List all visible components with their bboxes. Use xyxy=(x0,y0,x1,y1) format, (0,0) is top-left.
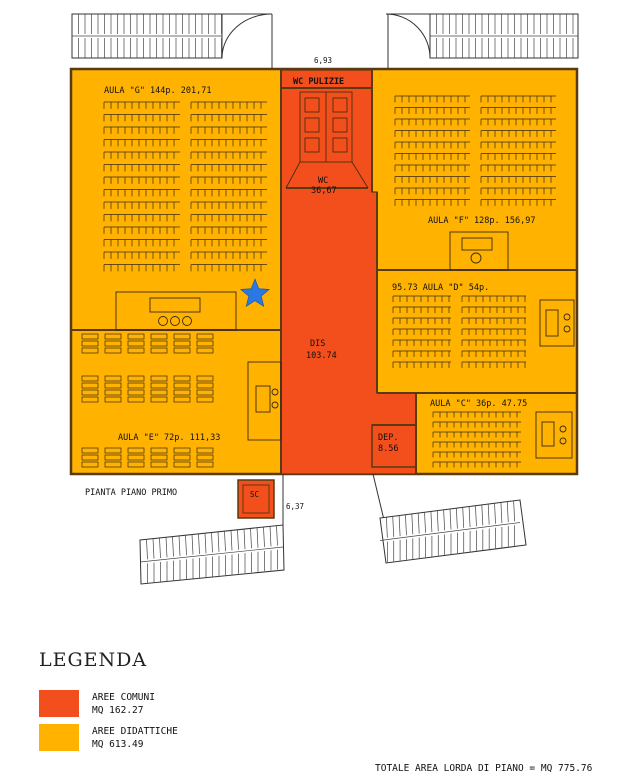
seats-aula-f-left xyxy=(394,95,470,206)
seats-aula-c xyxy=(432,411,521,468)
legend-label-comuni: AREE COMUNI xyxy=(92,692,155,703)
legend-item-comuni: AREE COMUNI MQ 162.27 xyxy=(92,691,155,717)
seats-aula-g-right xyxy=(190,101,267,272)
stair-top-left xyxy=(71,13,273,70)
label-dep: DEP. xyxy=(378,433,398,443)
legend-value-didattiche: MQ 613.49 xyxy=(92,739,144,750)
plan-caption: PIANTA PIANO PRIMO xyxy=(85,488,177,498)
seats-aula-e-top xyxy=(81,333,214,354)
legend-swatch-didattiche xyxy=(39,724,79,751)
stair-bottom-right xyxy=(379,499,527,564)
dim-sc: 6,37 xyxy=(286,502,304,511)
seats-aula-f-right xyxy=(480,95,556,206)
seating xyxy=(81,95,556,468)
legend-value-comuni: MQ 162.27 xyxy=(92,705,144,716)
label-aula-c: AULA "C" 36p. 47.75 xyxy=(430,399,527,409)
label-aula-d: 95.73 AULA "D" 54p. xyxy=(392,283,489,293)
aree-comuni-zones xyxy=(280,69,417,475)
podium-aula-d xyxy=(539,299,575,347)
bottom-walkway xyxy=(282,473,385,525)
label-dis-area: 103.74 xyxy=(306,351,337,361)
seats-aula-e-mid xyxy=(81,375,214,403)
dim-top: 6,93 xyxy=(314,56,332,65)
legend-swatch-comuni xyxy=(39,690,79,717)
legend-item-didattiche: AREE DIDATTICHE MQ 613.49 xyxy=(92,725,178,751)
label-dis: DIS xyxy=(310,339,325,349)
legend-title: LEGENDA xyxy=(39,649,148,671)
label-wc-pulizie: WC PULIZIE xyxy=(293,77,344,87)
seats-aula-g-left xyxy=(103,101,180,272)
label-aula-e: AULA "E" 72p. 111,33 xyxy=(118,433,220,443)
star-icon xyxy=(239,278,271,307)
label-dep-area: 8.56 xyxy=(378,444,398,454)
stair-top-right xyxy=(385,13,579,70)
legend-label-didattiche: AREE DIDATTICHE xyxy=(92,726,178,737)
label-aula-g: AULA "G" 144p. 201,71 xyxy=(104,86,211,96)
seats-aula-e-bottom xyxy=(81,447,214,468)
stair-bottom-left xyxy=(139,524,285,585)
total-area: TOTALE AREA LORDA DI PIANO = MQ 775.76 xyxy=(375,763,593,774)
podium-aula-g xyxy=(115,291,237,331)
podium-aula-e xyxy=(247,361,282,441)
seats-aula-d-left xyxy=(392,295,451,369)
seats-aula-d-right xyxy=(461,295,526,369)
wc-fixtures xyxy=(285,91,369,189)
label-wc-area: 36,67 xyxy=(311,186,337,196)
floor-plan: 6,93 WC PULIZIE WC 36,67 AULA "G" 144p. … xyxy=(69,13,579,585)
sc-lift xyxy=(237,479,275,519)
label-aula-f: AULA "F" 128p. 156,97 xyxy=(428,216,535,226)
label-sc: SC xyxy=(250,490,259,499)
label-wc: WC xyxy=(318,176,328,186)
podium-aula-c xyxy=(535,411,573,459)
podium-aula-f xyxy=(449,231,509,271)
